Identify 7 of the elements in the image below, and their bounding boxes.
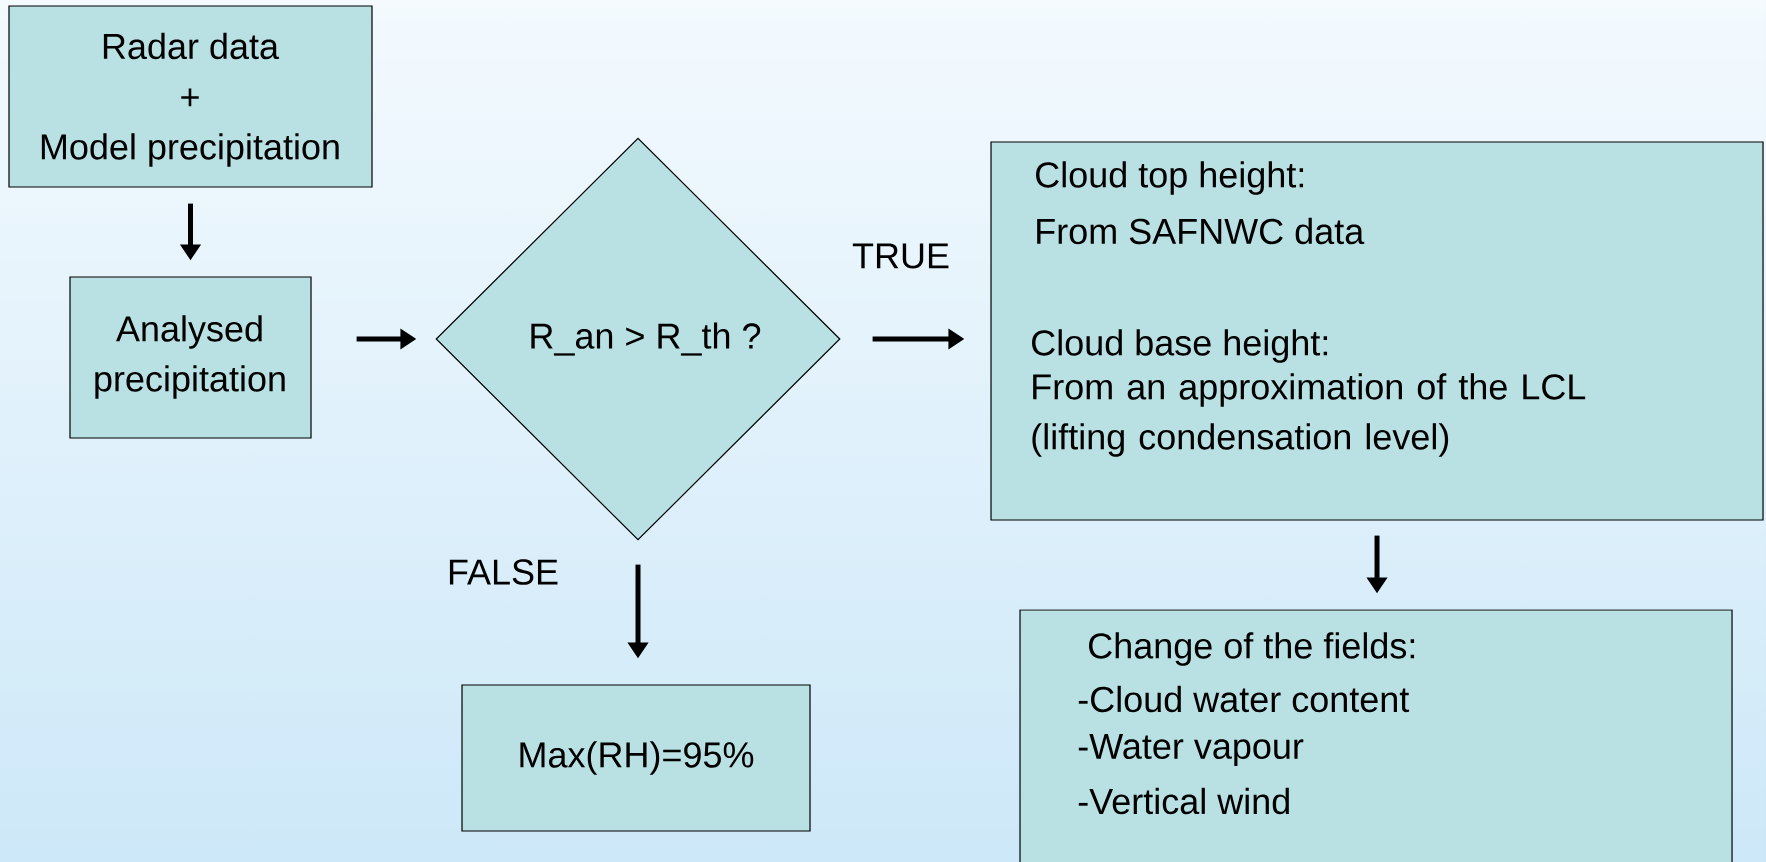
process-box: Max(RH)=95% (461, 684, 811, 832)
edge-label: TRUE (852, 243, 949, 269)
process-box: Radar data + Model precipitation (8, 5, 373, 188)
process-box: Cloud top height: From SAFNWC data Cloud base height: From an approximation of the LCL (lifting condensation level) (990, 141, 1764, 521)
process-box: Analysed precipitation (69, 276, 312, 439)
edge-label: FALSE (449, 559, 558, 585)
process-box: Change of the fields: -Cloud water content -Water vapour -Vertical wind (1019, 609, 1733, 862)
